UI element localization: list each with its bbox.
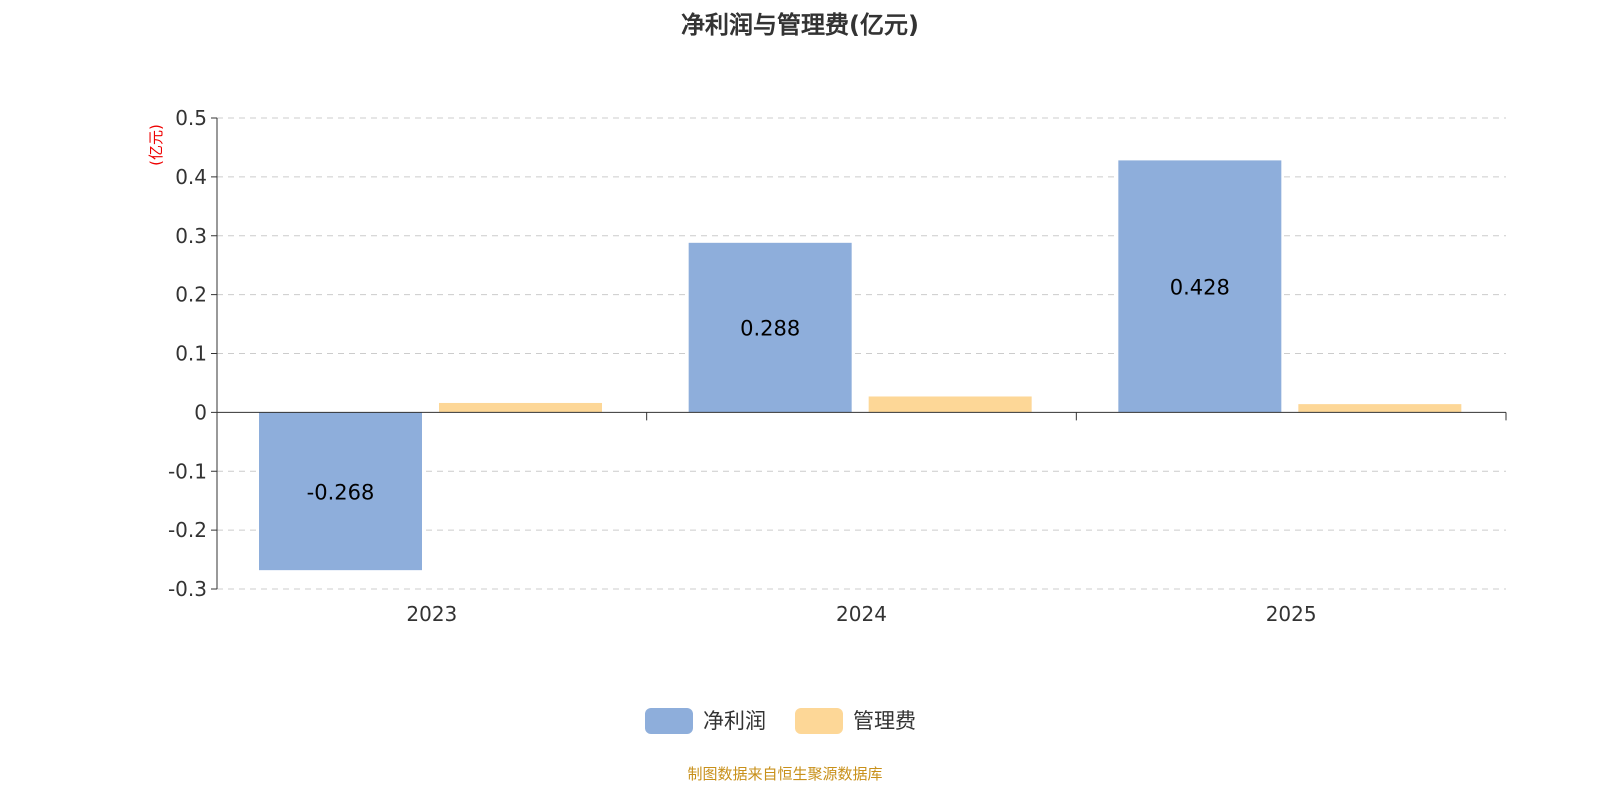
x-tick-label: 2023 <box>406 602 457 626</box>
bar-admin-fee <box>439 402 602 413</box>
legend-label[interactable]: 管理费 <box>853 709 916 733</box>
legend-swatch[interactable] <box>795 708 843 734</box>
x-tick-label: 2025 <box>1266 602 1317 626</box>
y-tick-label: 0 <box>194 400 207 424</box>
legend-label[interactable]: 净利润 <box>703 709 766 733</box>
x-tick-label: 2024 <box>836 602 887 626</box>
legend-swatch[interactable] <box>645 708 693 734</box>
bar-admin-fee <box>868 396 1032 413</box>
y-axis-label: (亿元) <box>147 124 165 166</box>
bar-net-profit <box>688 242 852 413</box>
y-tick-label: 0.3 <box>175 224 207 248</box>
y-tick-label: 0.5 <box>175 106 207 130</box>
bar-net-profit <box>1118 160 1282 413</box>
data-label: 0.288 <box>740 317 800 341</box>
y-tick-label: -0.3 <box>168 577 207 601</box>
y-tick-label: 0.4 <box>175 165 207 189</box>
bar-admin-fee <box>1298 404 1462 413</box>
data-label: -0.268 <box>307 480 375 504</box>
y-tick-label: 0.2 <box>175 283 207 307</box>
chart-title: 净利润与管理费(亿元) <box>681 11 919 39</box>
y-tick-label: -0.2 <box>168 518 207 542</box>
bar-net-profit <box>259 412 422 571</box>
data-label: 0.428 <box>1170 275 1230 299</box>
y-tick-label: 0.1 <box>175 342 207 366</box>
y-tick-label: -0.1 <box>168 459 207 483</box>
footer-source: 制图数据来自恒生聚源数据库 <box>687 765 882 783</box>
